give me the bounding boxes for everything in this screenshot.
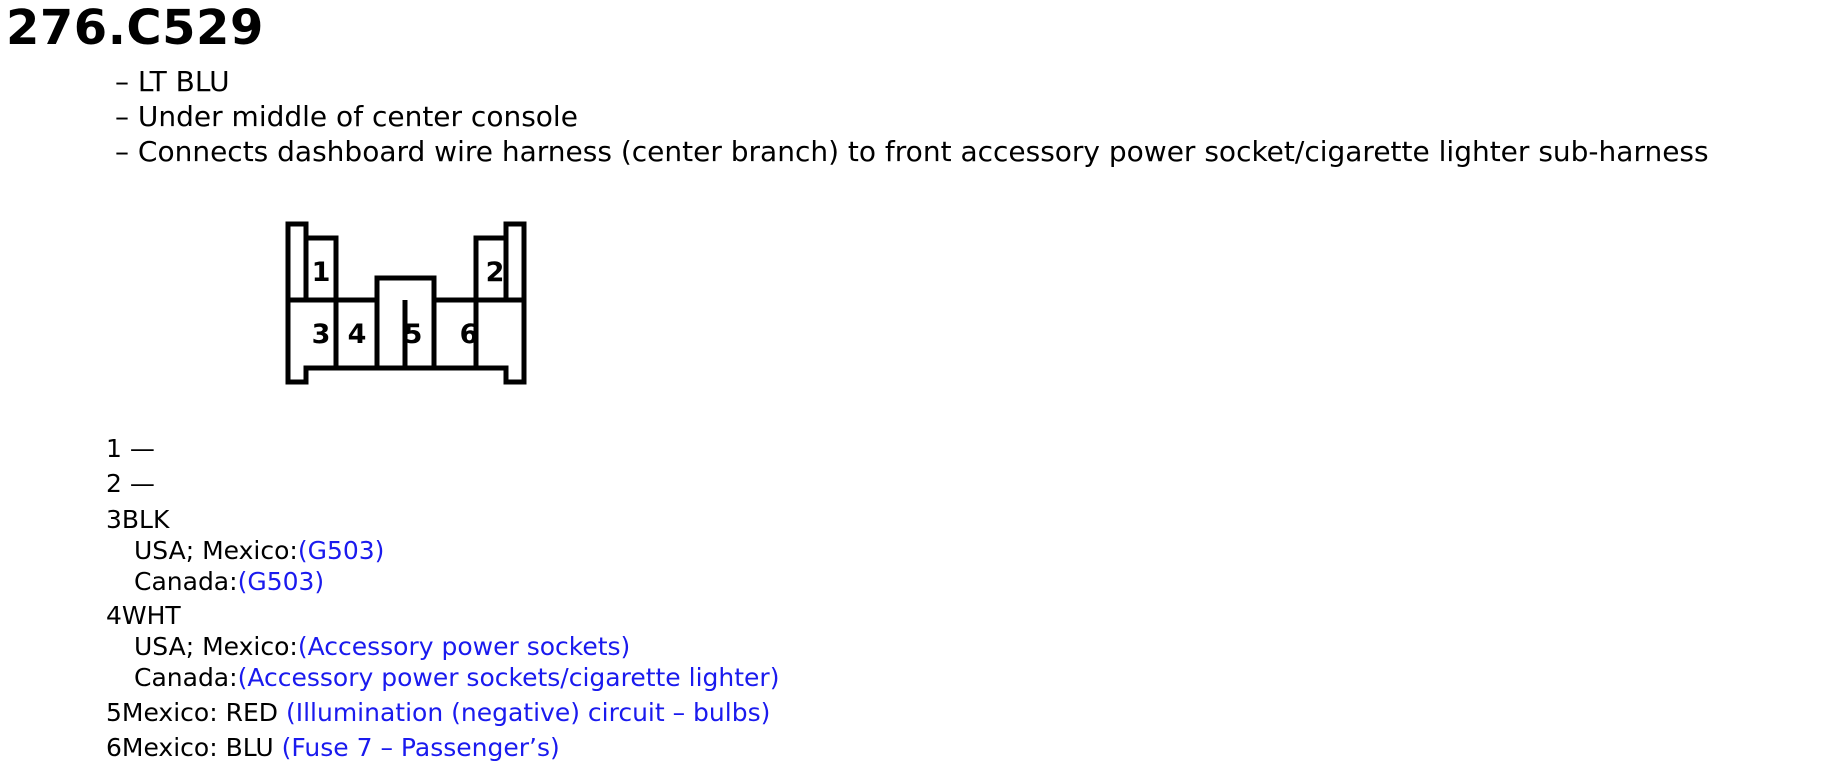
pin-4-canada: Canada:(Accessory power sockets/cigarett… xyxy=(134,663,779,692)
pin-3-usa-mexico-link[interactable]: (G503) xyxy=(297,536,385,565)
pin-2-value: — xyxy=(129,469,155,498)
description-color: – LT BLU xyxy=(115,65,230,98)
pin-1-number: 1 xyxy=(106,434,122,463)
pin-6-number: 6 xyxy=(106,733,122,762)
pin-6-row: 6Mexico: BLU (Fuse 7 – Passenger’s) xyxy=(106,733,560,762)
pin-3-number: 3 xyxy=(106,505,122,534)
pin-4-canada-label: Canada: xyxy=(134,663,238,692)
pin-4-usa-mexico-label: USA; Mexico: xyxy=(134,632,298,661)
pin-4-canada-link[interactable]: (Accessory power sockets/cigarette light… xyxy=(237,663,780,692)
pin-4-usa-mexico: USA; Mexico:(Accessory power sockets) xyxy=(134,632,630,661)
pin-3-usa-mexico-label: USA; Mexico: xyxy=(134,536,298,565)
description-location: – Under middle of center console xyxy=(115,100,578,133)
pin-4-number: 4 xyxy=(106,601,122,630)
pin-4-wire-color: WHT xyxy=(121,601,181,630)
pin-5-label: Mexico: RED xyxy=(121,698,278,727)
pin-3-canada-label: Canada: xyxy=(134,567,238,596)
pin-1-value: — xyxy=(129,434,155,463)
pin-label-1: 1 xyxy=(312,257,331,288)
connector-description: – LT BLU – Under middle of center consol… xyxy=(115,64,1709,169)
pin-2-row: 2 — xyxy=(106,469,155,498)
pin-6-link[interactable]: (Fuse 7 – Passenger’s) xyxy=(281,733,560,762)
pin-3-row: 3BLK xyxy=(106,505,169,534)
pin-1-row: 1 — xyxy=(106,434,155,463)
pin-3-canada-link[interactable]: (G503) xyxy=(237,567,325,596)
pin-label-4: 4 xyxy=(348,319,367,350)
pin-5-row: 5Mexico: RED (Illumination (negative) ci… xyxy=(106,698,770,727)
pin-5-link[interactable]: (Illumination (negative) circuit – bulbs… xyxy=(285,698,771,727)
pin-3-canada: Canada:(G503) xyxy=(134,567,324,596)
pin-label-6: 6 xyxy=(460,319,479,350)
pin-3-usa-mexico: USA; Mexico:(G503) xyxy=(134,536,384,565)
pin-4-row: 4WHT xyxy=(106,601,181,630)
pin-5-number: 5 xyxy=(106,698,122,727)
connector-face-diagram: 1 2 3 4 5 6 xyxy=(285,221,527,385)
pin-4-usa-mexico-link[interactable]: (Accessory power sockets) xyxy=(297,632,631,661)
pin-label-5: 5 xyxy=(404,319,423,350)
pin-2-number: 2 xyxy=(106,469,122,498)
pin-3-wire-color: BLK xyxy=(121,505,170,534)
description-connects: – Connects dashboard wire harness (cente… xyxy=(115,135,1709,168)
pin-label-3: 3 xyxy=(312,319,331,350)
pin-label-2: 2 xyxy=(486,257,505,288)
pin-6-label: Mexico: BLU xyxy=(121,733,274,762)
connector-title: 276.C529 xyxy=(6,0,264,56)
